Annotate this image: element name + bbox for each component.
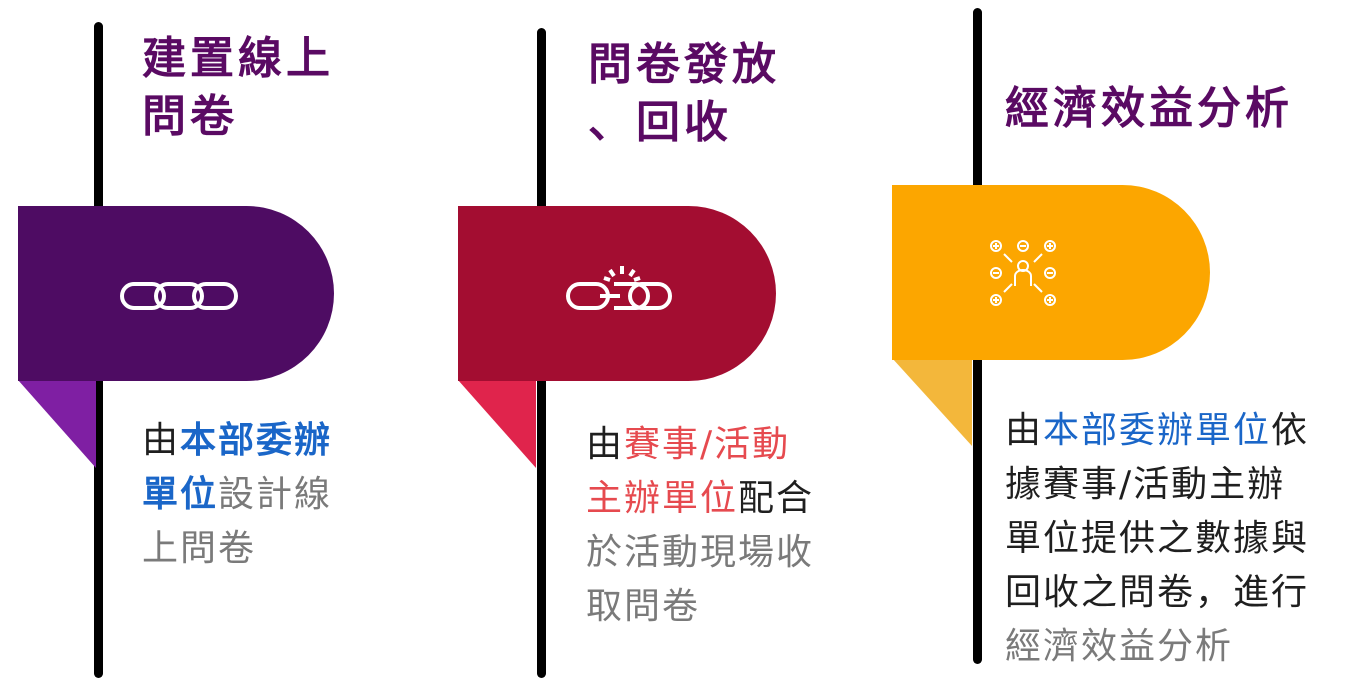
desc-3-highlight1: 本部委辦單位	[1043, 410, 1272, 451]
step-title-1-line1: 建置線上	[142, 33, 334, 84]
desc-2-highlight2: 主辦單位	[586, 478, 739, 519]
tab-fold-3	[892, 358, 972, 446]
broken-chain-icon	[566, 266, 672, 310]
desc-1-rest1: 設計線	[218, 474, 333, 515]
desc-1-highlight1: 本部委辦	[180, 420, 333, 461]
step-title-1-line2: 問卷	[142, 91, 238, 142]
step-title-2-line2: 、回收	[588, 97, 732, 148]
step-title-3: 經濟效益分析	[1005, 80, 1293, 138]
step-title-2: 問卷發放 、回收	[588, 36, 780, 152]
desc-2-prefix: 由	[586, 424, 625, 465]
person-analysis-icon	[990, 240, 1056, 306]
desc-3-line3: 單位提供之數據與	[1005, 518, 1310, 559]
desc-2-rest1: 於活動現場收	[586, 532, 815, 573]
step-title-1: 建置線上 問卷	[142, 30, 334, 146]
step-desc-3: 由本部委辦單位依 據賽事/活動主辦 單位提供之數據與 回收之問卷，進行 經濟效益…	[1005, 404, 1309, 674]
desc-1-rest2: 上問卷	[142, 528, 257, 569]
chain-link-icon	[120, 282, 238, 310]
step-desc-2: 由賽事/活動 主辦單位配合 於活動現場收 取問卷	[586, 418, 814, 634]
desc-3-prefix: 由	[1005, 410, 1044, 451]
tab-fold-2	[458, 380, 536, 468]
step-title-3-line1: 經濟效益分析	[1005, 83, 1293, 134]
desc-3-line4: 回收之問卷，進行	[1005, 572, 1310, 613]
desc-1-prefix: 由	[142, 420, 181, 461]
tab-fold-1	[18, 380, 96, 468]
desc-3-line2: 據賽事/活動主辦	[1005, 464, 1286, 505]
step-tab-2	[458, 206, 776, 381]
desc-2-suffix: 配合	[738, 478, 815, 519]
desc-2-highlight1: 賽事/活動	[624, 424, 791, 465]
step-title-2-line1: 問卷發放	[588, 39, 780, 90]
desc-3-line5: 經濟效益分析	[1005, 626, 1234, 667]
step-tab-1	[18, 206, 334, 381]
desc-2-rest2: 取問卷	[586, 586, 701, 627]
desc-1-highlight2: 單位	[142, 474, 219, 515]
desc-3-suffix1: 依	[1271, 410, 1310, 451]
step-desc-1: 由本部委辦 單位設計線 上問卷	[142, 414, 332, 576]
